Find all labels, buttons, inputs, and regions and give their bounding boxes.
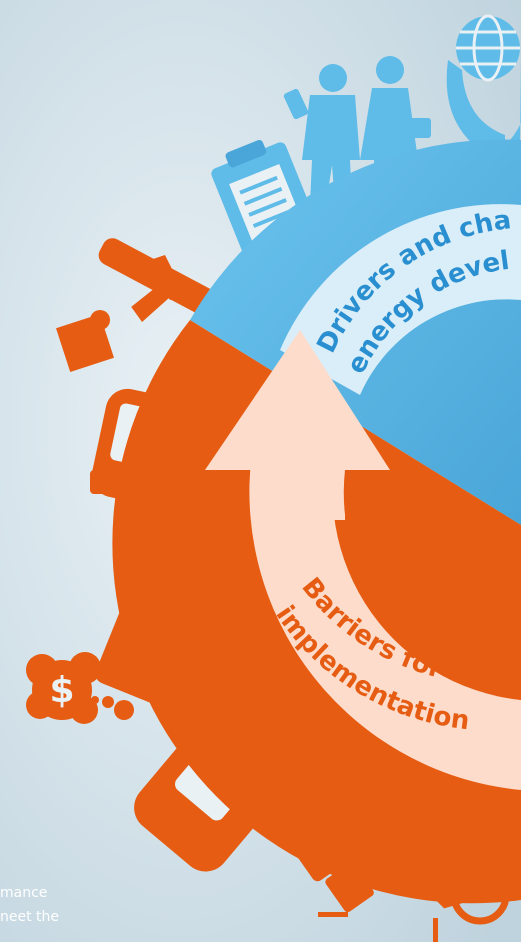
globe-in-hands-icon — [446, 14, 521, 150]
arrow-up-icon — [205, 330, 390, 520]
caption-line1: mance — [0, 885, 48, 901]
drivers-ring — [280, 204, 521, 395]
barriers-inner — [343, 470, 521, 700]
caption-line2: neet the — [0, 909, 60, 925]
svg-text:$: $ — [49, 670, 74, 711]
money-cloud-icon: $ — [26, 652, 134, 724]
